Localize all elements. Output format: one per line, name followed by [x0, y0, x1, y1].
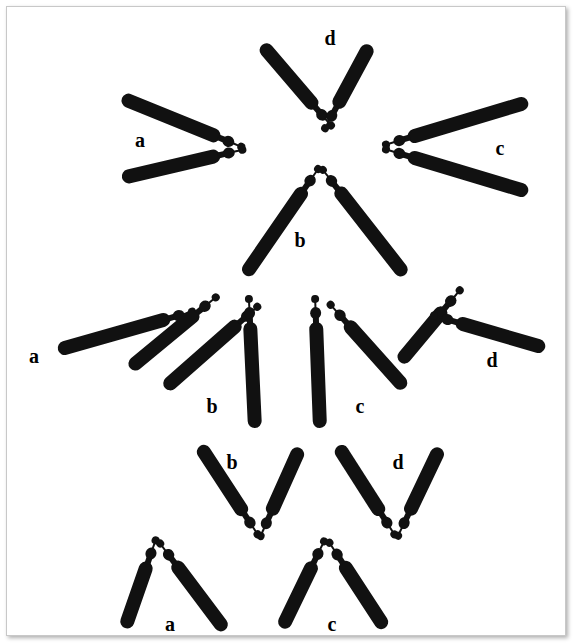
- long-arm: [276, 559, 321, 631]
- satellite: [320, 123, 331, 134]
- short-arm: [222, 146, 236, 159]
- satellite: [393, 530, 404, 541]
- short-arm: [244, 307, 256, 320]
- pair-letter: b: [226, 452, 237, 472]
- long-arm: [406, 95, 530, 144]
- satellite: [325, 299, 336, 310]
- long-arm: [332, 442, 388, 519]
- pair-letter: d: [324, 28, 335, 48]
- chromosome: [308, 295, 327, 429]
- chromosome: [118, 534, 163, 630]
- satellite: [381, 144, 391, 154]
- short-arm: [302, 173, 318, 189]
- satellite: [317, 164, 328, 175]
- satellite: [311, 295, 319, 303]
- short-arm: [310, 307, 321, 319]
- chromosome: [242, 295, 262, 429]
- pair-letter: d: [486, 350, 497, 370]
- short-arm: [324, 108, 339, 124]
- pair-letter: b: [294, 230, 305, 250]
- satellite: [324, 537, 335, 548]
- satellite: [210, 292, 221, 303]
- long-arm: [160, 317, 244, 394]
- satellite: [245, 295, 253, 303]
- satellite: [238, 145, 248, 155]
- long-arm: [120, 148, 221, 185]
- long-arm: [239, 184, 311, 279]
- short-arm: [310, 546, 325, 562]
- chromosome: [276, 535, 332, 631]
- pair-letter: a: [135, 130, 145, 150]
- short-arm: [144, 546, 158, 561]
- chromosome: [257, 40, 339, 133]
- long-arm: [194, 442, 251, 519]
- short-arm: [332, 307, 348, 323]
- long-arm: [331, 184, 410, 280]
- short-arm: [397, 515, 412, 531]
- long-arm: [119, 92, 222, 145]
- long-arm: [118, 560, 154, 631]
- long-arm: [406, 149, 530, 198]
- long-arm: [309, 322, 327, 429]
- satellite: [255, 531, 266, 542]
- pair-letter: c: [356, 396, 365, 416]
- short-arm: [440, 313, 455, 327]
- short-arm: [259, 515, 274, 530]
- pair-letter: c: [496, 138, 505, 158]
- chromosome: [317, 42, 376, 135]
- long-arm: [454, 315, 547, 354]
- satellite: [454, 285, 465, 296]
- chromosome: [152, 536, 230, 634]
- chromosome: [380, 142, 530, 199]
- chromosome: [428, 308, 547, 355]
- pair-letter: c: [328, 614, 337, 634]
- short-arm: [379, 515, 395, 531]
- short-arm: [197, 298, 213, 314]
- long-arm: [243, 322, 262, 429]
- long-arm: [257, 40, 322, 112]
- short-arm: [221, 134, 236, 149]
- short-arm: [161, 547, 177, 563]
- chromosome: [194, 442, 265, 541]
- chromosome: [119, 92, 247, 155]
- short-arm: [443, 293, 459, 309]
- short-arm: [242, 515, 258, 531]
- pair-letter: a: [165, 614, 175, 634]
- short-arm: [392, 146, 407, 160]
- long-arm: [330, 42, 376, 112]
- chromosome: [380, 95, 530, 152]
- long-arm: [395, 304, 451, 367]
- pair-letter: a: [29, 346, 39, 366]
- chromosome: [239, 162, 326, 279]
- long-arm: [264, 445, 307, 518]
- short-arm: [392, 134, 407, 148]
- pair-letter: d: [392, 452, 403, 472]
- chromosome: [390, 445, 446, 542]
- long-arm: [168, 558, 230, 634]
- chromosome: [315, 162, 411, 279]
- chromosome: [332, 442, 402, 541]
- pair-letter: b: [206, 396, 217, 416]
- figure-frame: [6, 6, 566, 636]
- chromosome: [395, 283, 468, 367]
- long-arm: [336, 558, 391, 632]
- satellite: [155, 538, 166, 549]
- chromosome: [323, 297, 410, 392]
- short-arm: [329, 546, 345, 562]
- chromosome: [126, 289, 224, 373]
- chromosome: [253, 445, 307, 542]
- long-arm: [402, 445, 447, 518]
- satellite: [429, 311, 439, 321]
